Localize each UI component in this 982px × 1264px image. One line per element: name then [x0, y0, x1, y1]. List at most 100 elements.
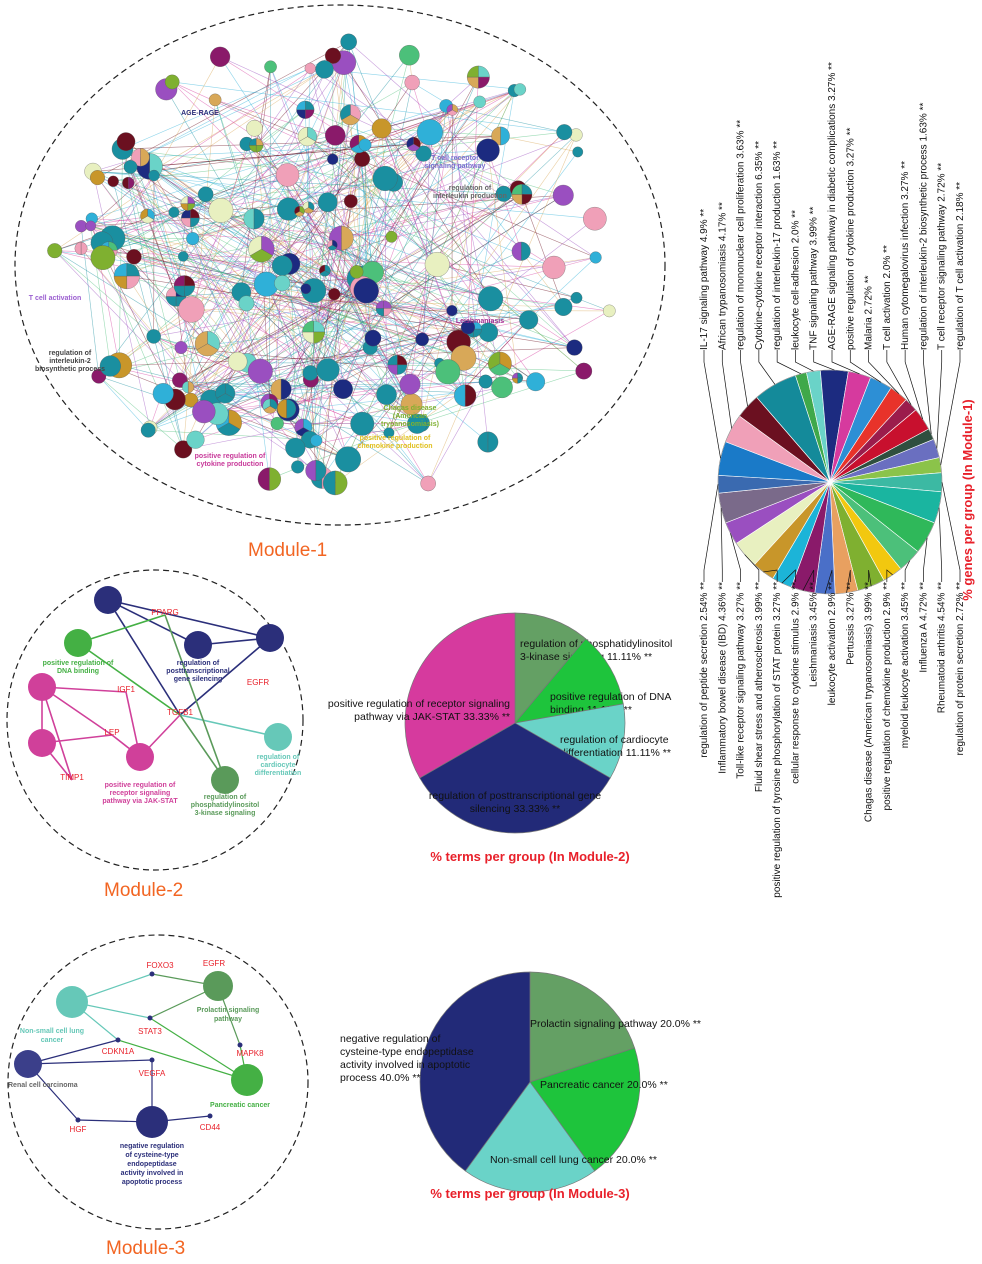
module1-node [556, 124, 573, 141]
module3-pie-slice [464, 1081, 596, 1193]
module1-edge [381, 109, 453, 129]
module1-edge [90, 225, 464, 359]
module1-node [383, 427, 395, 439]
module3-gene-label: MAPK8 [236, 1049, 264, 1058]
module3-gene-dot [147, 1015, 153, 1021]
module1-pie-node [249, 138, 264, 153]
module3-pie-label: Prolactin signaling pathway 20.0% ** [530, 1018, 701, 1030]
module1-pie-label: myeloid leukocyte activation 3.45% ** [900, 582, 911, 748]
module1-edge [521, 194, 564, 308]
module1-pie-label: Inflammatory bowel disease (IBD) 4.36% *… [717, 582, 728, 774]
module1-pie-node [270, 378, 292, 400]
module1-node [385, 230, 398, 243]
module1-node [246, 119, 263, 137]
module1-pie-node [375, 300, 392, 317]
module1-edge [133, 256, 459, 343]
module1-pie-leader [813, 350, 835, 371]
module1-node [420, 475, 436, 492]
module1-pie-label: regulation of interleukin-17 production … [772, 141, 783, 350]
module2-edge [41, 686, 73, 781]
module1-edge [54, 101, 480, 251]
module1-pie-leader [868, 350, 900, 394]
module1-edge [520, 251, 564, 308]
module1-edge [128, 182, 418, 425]
module1-node [415, 145, 432, 162]
module1-pie-node [248, 236, 275, 263]
module1-pie-leader [703, 350, 721, 459]
module1-node [333, 379, 353, 399]
module1-pie-node [406, 136, 421, 152]
module1-pie-node [194, 331, 220, 357]
module1-node [178, 296, 205, 323]
module1-edge [500, 135, 578, 153]
module1-node [270, 416, 284, 431]
module1-edge [92, 171, 504, 195]
module1-pie-label: TNF signaling pathway 3.99% ** [809, 206, 820, 350]
module1-edge [388, 432, 429, 484]
module1-pie-label: regulation of peptide secretion 2.54% ** [699, 582, 710, 758]
module1-node [208, 198, 234, 223]
module2-pie-slice [514, 638, 624, 724]
module1-pie-node [74, 242, 88, 255]
module1-pie-label: Pertussis 3.27% ** [845, 582, 856, 665]
module1-node [350, 411, 375, 436]
module1-pie-node [122, 176, 135, 190]
module1-node [174, 341, 188, 354]
module2-node [256, 624, 284, 652]
module1-node [300, 283, 312, 295]
module3-node-label: Pancreatic cancer [210, 1102, 270, 1109]
module1-node [473, 95, 486, 109]
module1-node [275, 163, 300, 187]
module1-edge [225, 393, 422, 424]
module1-pie-leader [886, 569, 893, 582]
module1-pie-node [511, 241, 531, 261]
module1-edge [397, 332, 489, 366]
module1-pie-node [302, 320, 325, 344]
module1-edge [131, 194, 523, 271]
module1-edge [140, 69, 325, 158]
module1-edge [126, 90, 515, 277]
module1-edge [184, 134, 577, 287]
module1-node [575, 362, 593, 380]
module1-pie-leader [923, 350, 932, 435]
module1-node [371, 118, 392, 139]
module1-pie-leader [904, 560, 911, 582]
module1-node [325, 125, 346, 146]
module1-pie-leader [941, 482, 961, 582]
module1-pie-leader [868, 569, 872, 587]
module1-edge [122, 68, 311, 150]
module1-pie-label: Rheumatoid arthritis 4.54% ** [937, 582, 948, 713]
module1-node [476, 138, 500, 162]
module1-pie-leader [802, 569, 815, 591]
module1-node [228, 351, 248, 372]
module2-pie-label: positive regulation of receptor signalin… [328, 698, 510, 723]
module1-edge [388, 310, 453, 433]
module1-pie-node [466, 65, 490, 89]
module1-node [197, 186, 214, 202]
module1-node [146, 329, 161, 344]
module1-node [107, 175, 119, 187]
module1-edge [269, 101, 480, 403]
module2-edge [41, 686, 113, 736]
module1-pie-label: Toll-like receptor signaling pathway 3.2… [736, 582, 747, 779]
module1-edge [171, 81, 357, 273]
module1-edge [54, 250, 180, 381]
module1-pie-label: leukocyte cell-adhesion 2.0% ** [790, 210, 801, 350]
module1-pie-node [173, 275, 195, 297]
module3-node [14, 1050, 42, 1078]
module1-edge [187, 109, 453, 388]
module1-edge [295, 143, 360, 448]
module1-nodes [47, 33, 616, 496]
module1-edge [287, 174, 459, 343]
module1-edge [108, 135, 336, 251]
module1-node [90, 170, 105, 186]
module1-edge [118, 144, 366, 366]
module1-pie-leader [923, 537, 928, 582]
module1-pie-leader [730, 533, 741, 582]
module2-node [64, 629, 92, 657]
